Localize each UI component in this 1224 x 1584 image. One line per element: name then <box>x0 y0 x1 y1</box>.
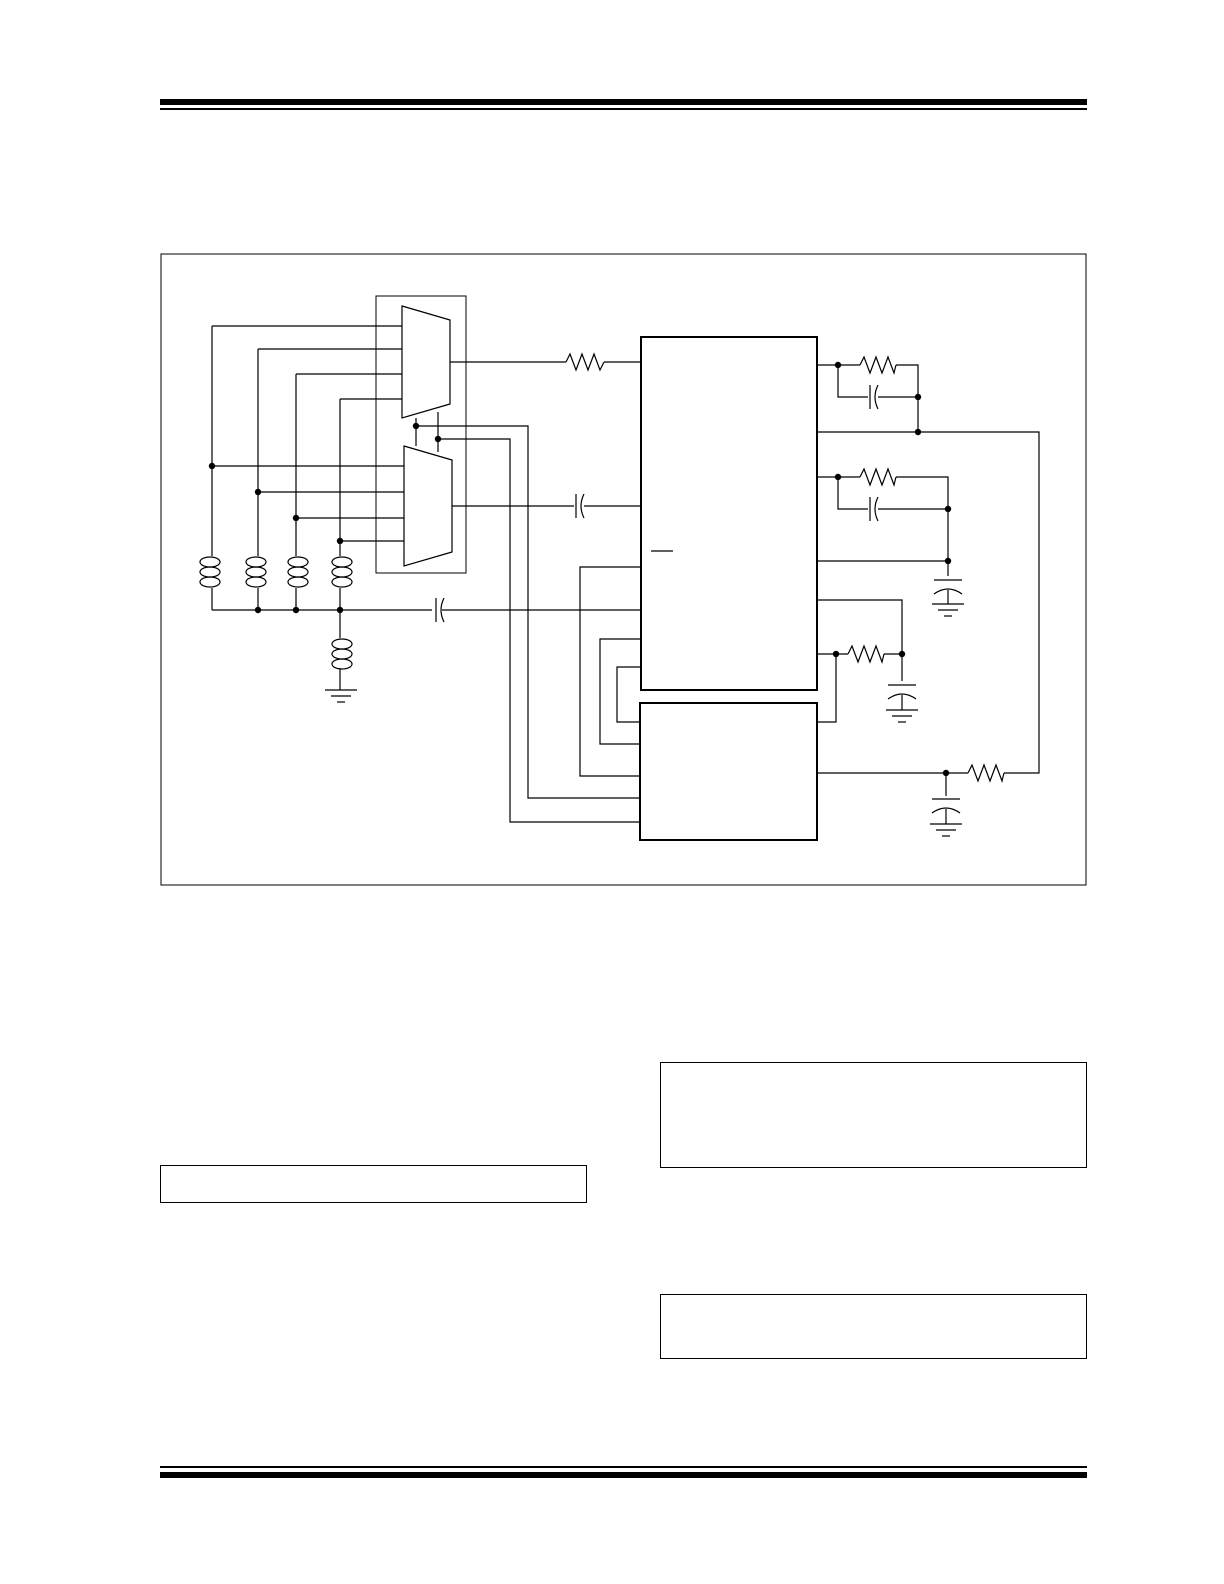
ground-capacitor-3 <box>886 684 918 723</box>
rc-feedback-2-wires <box>817 476 949 576</box>
ground-inductor <box>331 638 353 670</box>
rc-feedback-1-capacitor <box>869 384 879 410</box>
secondary-ic-block <box>639 702 818 841</box>
main-ic-block <box>640 336 818 691</box>
series-resistor <box>565 352 605 372</box>
rc-feedback-1-resistor <box>859 355 897 376</box>
coil-2 <box>245 556 267 588</box>
ground-capacitor-2 <box>932 579 964 617</box>
text-box-right-top <box>660 1062 1087 1168</box>
header-rule-thick <box>160 99 1087 105</box>
coil-vertical-wires <box>211 326 341 556</box>
rc-feedback-2-capacitor <box>869 496 879 522</box>
coil-array <box>199 556 353 588</box>
text-box-right-bottom <box>660 1294 1087 1359</box>
ic-interconnect-wires <box>579 566 641 777</box>
rc-feedback-2-resistor <box>859 467 897 488</box>
mux-enclosure <box>375 295 467 574</box>
footer-rule-thin <box>160 1466 1087 1468</box>
common-capacitor <box>435 597 445 623</box>
coil-3 <box>287 556 309 588</box>
output-resistor <box>967 763 1005 784</box>
mux2-input-wires <box>212 465 404 542</box>
multiplexer-bottom <box>403 445 453 567</box>
coil-common-rail <box>211 588 640 611</box>
footer-rule-thick <box>160 1472 1087 1478</box>
rc-feedback-1-wires <box>817 364 1040 774</box>
mux1-input-wires <box>212 325 402 400</box>
mux-select-lines <box>415 412 640 823</box>
text-box-left <box>160 1165 587 1203</box>
mux2-output-capacitor <box>575 493 585 519</box>
output-rc-wires <box>817 772 968 796</box>
diagram-frame <box>160 253 1087 886</box>
rc-3-resistor <box>847 644 885 665</box>
rc-3-wires <box>817 599 903 723</box>
ground-symbol-1 <box>325 689 357 703</box>
header-rule-thin <box>160 108 1087 110</box>
ground-capacitor-4 <box>930 798 962 837</box>
multiplexer-top <box>401 305 451 419</box>
coil-4 <box>331 556 353 588</box>
junction-dots <box>208 361 952 777</box>
coil-1 <box>199 556 221 588</box>
